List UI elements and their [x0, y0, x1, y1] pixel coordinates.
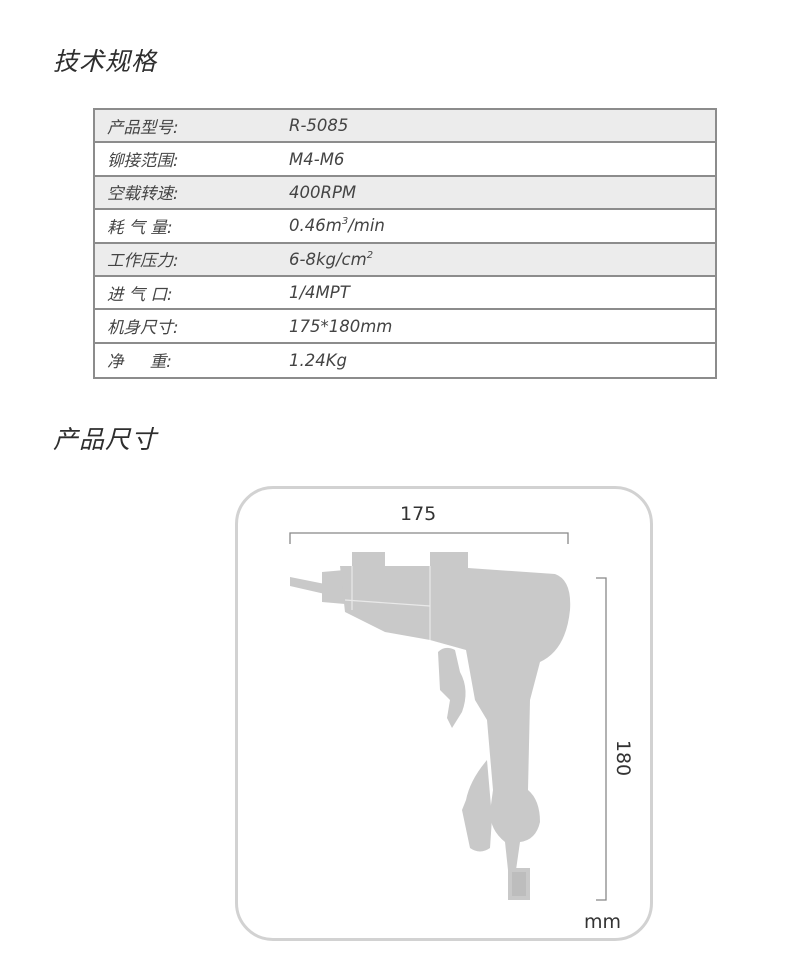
spec-label: 机身尺寸: [107, 318, 179, 338]
unit-label: mm [584, 911, 622, 933]
spec-table: 产品型号: R-5085 铆接范围: M4-M6 空载转速: 400RPM 耗 … [93, 108, 717, 380]
spec-label: 空载转速: [107, 184, 179, 204]
spec-value: 6-8kg/cm2 [285, 250, 373, 269]
spec-value: 175*180mm [289, 316, 393, 336]
spec-row-model: 产品型号: R-5085 [95, 110, 715, 144]
spec-label: 产品型号: [107, 117, 179, 137]
spec-value: 0.46m3/min [285, 216, 385, 235]
value-superscript: 3 [341, 216, 349, 228]
spec-value: 1/4MPT [289, 283, 350, 303]
spec-value: 1.24Kg [289, 350, 348, 370]
spec-section-title: 技术规格 [53, 47, 158, 76]
height-dimension-label: 180 [612, 739, 635, 777]
dimension-section-title: 产品尺寸 [53, 425, 158, 454]
spec-row-range: 铆接范围: M4-M6 [95, 143, 715, 177]
spec-label: 进 气 口: [107, 284, 173, 304]
spec-value: M4-M6 [289, 149, 345, 169]
spec-row-body-size: 机身尺寸: 175*180mm [95, 310, 715, 344]
spec-label: 工作压力: [107, 251, 179, 271]
spec-label: 耗 气 量: [107, 217, 173, 237]
spec-row-net-weight: 净 重: 1.24Kg [95, 344, 715, 377]
spec-row-speed: 空载转速: 400RPM [95, 176, 715, 211]
width-dimension-label: 175 [400, 503, 437, 525]
spec-row-air-inlet: 进 气 口: 1/4MPT [95, 277, 715, 311]
spec-label: 铆接范围: [107, 151, 179, 171]
dimension-frame [235, 486, 653, 941]
value-superscript: 2 [366, 249, 374, 261]
value-suffix: /min [348, 216, 385, 236]
spec-value: 400RPM [289, 182, 357, 202]
spec-label: 净 重: [107, 352, 172, 372]
spec-row-pressure: 工作压力: 6-8kg/cm2 [95, 243, 715, 277]
value-main: 0.46m [289, 216, 342, 236]
spec-row-air-consumption: 耗 气 量: 0.46m3/min [95, 210, 715, 244]
spec-value: R-5085 [289, 116, 349, 136]
value-main: 6-8kg/cm [289, 249, 367, 269]
